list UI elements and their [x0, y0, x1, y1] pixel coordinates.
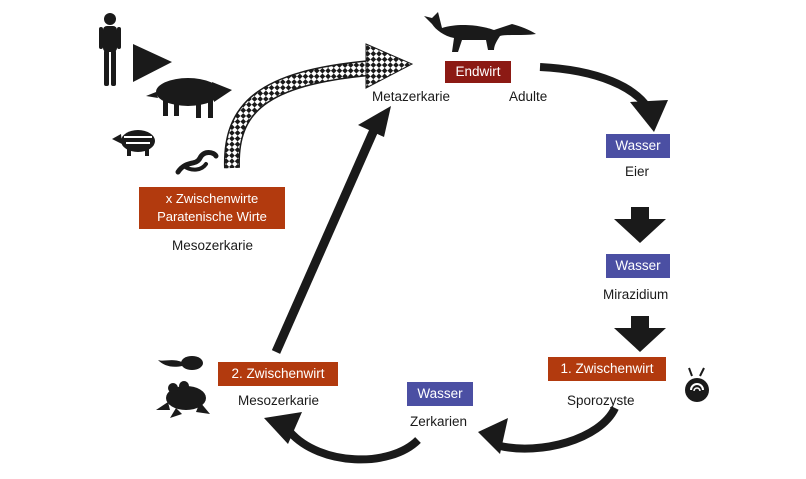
arrow-zerkarien-to-zwischenwirt2 [264, 412, 421, 464]
x-zwischenwirte-line1: x Zwischenwirte [165, 191, 259, 206]
arrow-endwirt-to-eier [539, 63, 668, 132]
endwirt-box: Endwirt [445, 61, 511, 83]
badger-icon [112, 130, 155, 156]
arrow-sporozyste-to-zerkarien [478, 406, 619, 454]
zwischenwirt-1-box: 1. Zwischenwirt [548, 357, 666, 381]
wasser-box-zerkarien: Wasser [407, 382, 473, 406]
x-zwischenwirte-line2: Paratenische Wirte [157, 209, 267, 224]
arrow-zwischenwirt2-to-metazerkarie [271, 106, 391, 354]
arrow-mirazidium-to-zwischenwirt1 [614, 316, 666, 352]
label-eier: Eier [625, 164, 650, 179]
label-mesozerkarie-upper: Mesozerkarie [172, 238, 254, 253]
label-zerkarien: Zerkarien [410, 414, 468, 429]
arrow-paratenic-to-metazerkarie [223, 43, 414, 169]
snail-icon [685, 367, 709, 402]
fox-icon [424, 12, 536, 52]
wasser-box-mirazidium: Wasser [606, 254, 670, 278]
label-mesozerkarie-lower: Mesozerkarie [238, 393, 320, 408]
snake-icon [175, 150, 219, 175]
frog-icon [156, 381, 210, 418]
zwischenwirt-2-box: 2. Zwischenwirt [218, 362, 338, 386]
human-icon [99, 13, 121, 86]
x-zwischenwirte-box: x Zwischenwirte Paratenische Wirte [139, 187, 285, 229]
label-mirazidium: Mirazidium [603, 287, 669, 302]
wasser-box-eier: Wasser [606, 134, 670, 158]
label-adulte: Adulte [509, 89, 548, 104]
play-triangle-icon [133, 44, 172, 82]
label-sporozyste: Sporozyste [567, 393, 635, 408]
arrow-eier-to-mirazidium [614, 207, 666, 243]
tadpole-icon [158, 356, 203, 370]
boar-icon [146, 78, 232, 118]
label-metazerkarie: Metazerkarie [372, 89, 451, 104]
